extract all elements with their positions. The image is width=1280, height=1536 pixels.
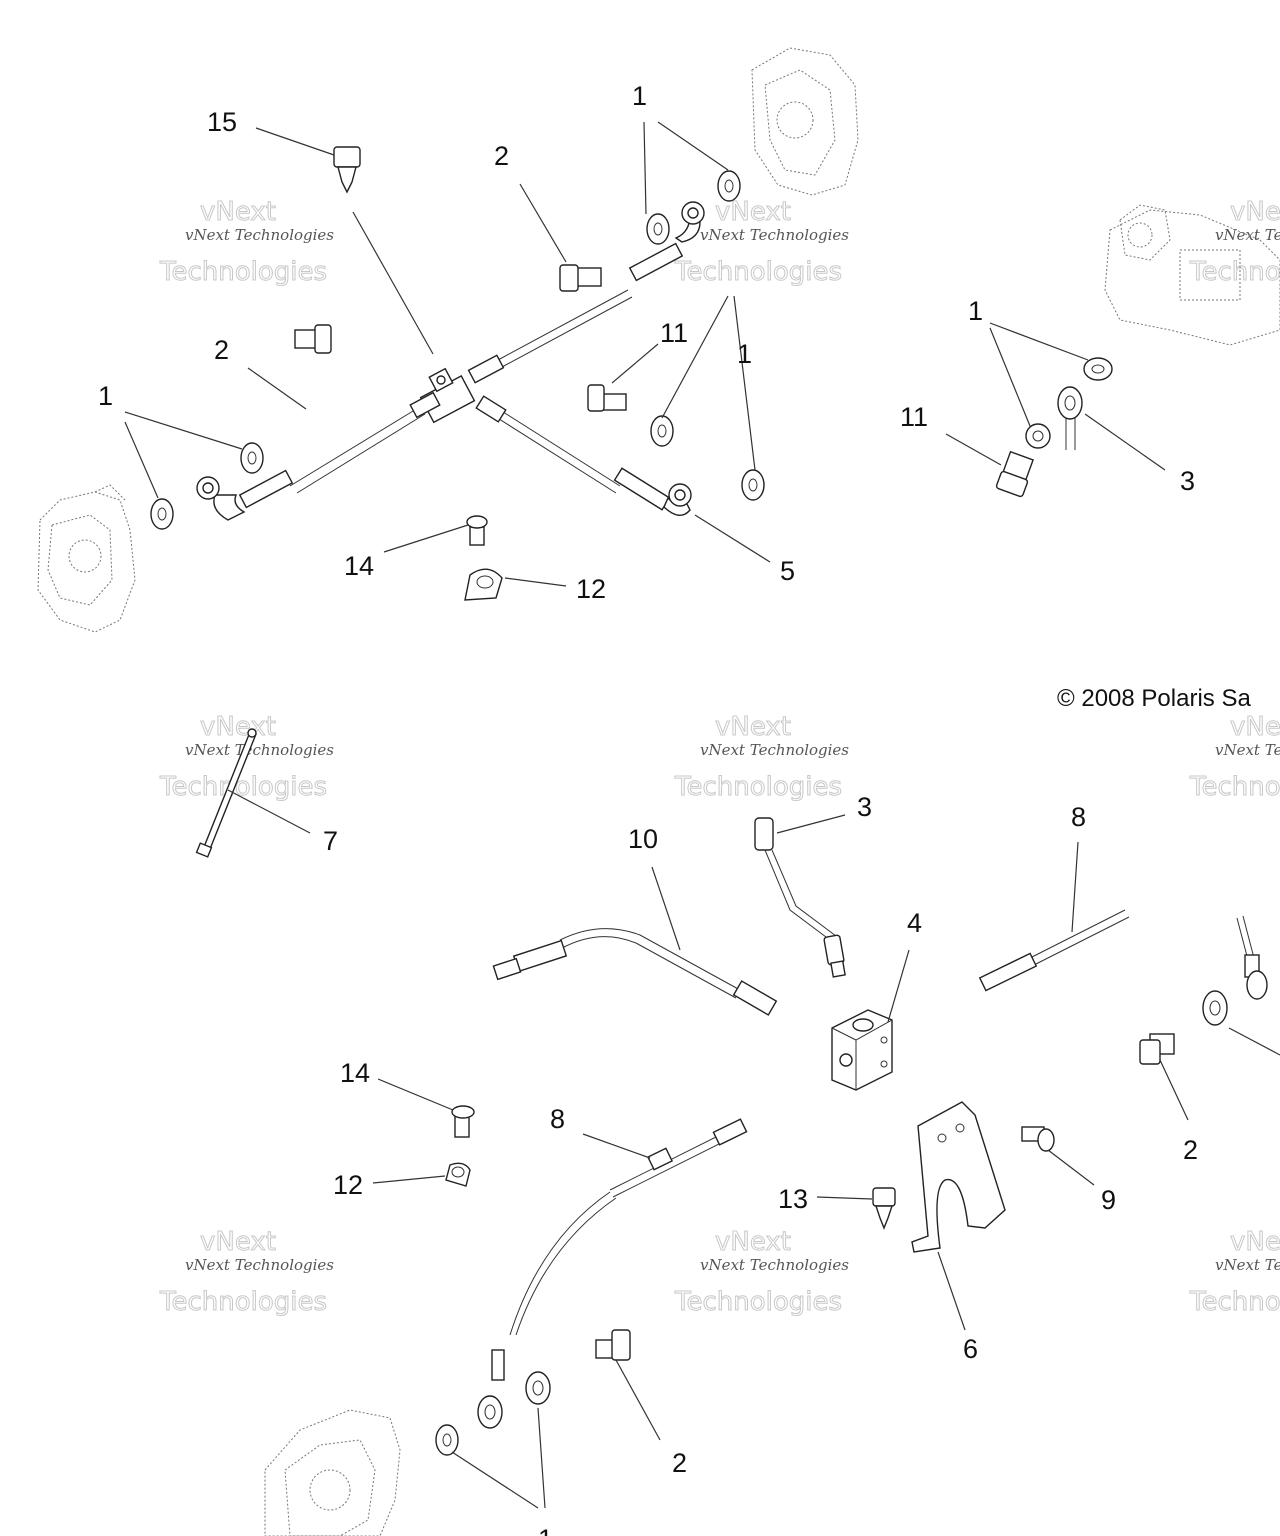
svg-text:vNext Technologies: vNext Technologies — [1215, 741, 1280, 759]
svg-text:Technologies: Technologies — [1189, 772, 1280, 802]
bolt-15 — [333, 146, 361, 194]
callout-2: 2 — [1183, 1135, 1198, 1165]
watermark: vNext vNext Technologies Technologies — [1189, 1227, 1280, 1318]
callout-6: 6 — [963, 1334, 978, 1364]
svg-text:vNext Technologies: vNext Technologies — [185, 1256, 334, 1274]
callout-1: 1 — [632, 81, 647, 111]
callout-1: 1 — [98, 381, 113, 411]
banjo-bolt-11-right — [995, 450, 1034, 498]
callout-2: 2 — [214, 335, 229, 365]
callout-14: 14 — [344, 551, 374, 581]
watermark: vNext vNext Technologies Technologies — [159, 1227, 335, 1318]
svg-text:Technologies: Technologies — [674, 772, 842, 802]
callout-2: 2 — [494, 141, 509, 171]
washers-bottom — [435, 1371, 551, 1456]
svg-text:vNext Technologies: vNext Technologies — [700, 226, 849, 244]
banjo-bolt-2-upper — [559, 264, 602, 292]
callout-13: 13 — [778, 1184, 808, 1214]
watermark: vNext vNext Technologies Technologies — [1189, 712, 1280, 803]
svg-text:vNext: vNext — [200, 197, 276, 227]
svg-text:vNext: vNext — [1230, 712, 1280, 742]
svg-text:Technologies: Technologies — [159, 257, 327, 287]
brake-line-3-bottom — [754, 817, 846, 978]
callout-1: 1 — [968, 296, 983, 326]
callout-12: 12 — [576, 574, 606, 604]
svg-text:vNext: vNext — [1230, 1227, 1280, 1257]
callout-15: 15 — [207, 107, 237, 137]
rear-line-right-edge — [1202, 915, 1268, 1026]
callout-8: 8 — [550, 1104, 565, 1134]
callout-14: 14 — [340, 1058, 370, 1088]
right-brake-caliper — [751, 47, 859, 196]
bolt-13 — [872, 1187, 896, 1230]
clamp-12-top — [464, 568, 503, 601]
callout-7: 7 — [323, 826, 338, 856]
svg-text:vNext Technologies: vNext Technologies — [185, 741, 334, 759]
callout-2: 2 — [672, 1448, 687, 1478]
washers-top — [150, 170, 1113, 530]
bolt-9 — [1021, 1126, 1055, 1152]
callout-labels: 15 2 1 2 1 11 1 1 11 3 5 14 12 © 2008 Po… — [98, 81, 1251, 1536]
callout-3: 3 — [1180, 466, 1195, 496]
screw-14-bottom — [451, 1105, 475, 1138]
brake-line-7 — [195, 728, 257, 858]
callout-4: 4 — [907, 908, 922, 938]
clamp-12-bottom — [445, 1162, 471, 1187]
brake-hose-10 — [492, 928, 778, 1016]
screw-14-top — [466, 515, 488, 546]
watermark: vNext vNext Technologies Technologies — [674, 1227, 850, 1318]
callout-10: 10 — [628, 824, 658, 854]
master-cylinder — [1104, 204, 1280, 346]
svg-text:vNext: vNext — [1230, 197, 1280, 227]
svg-text:vNext: vNext — [200, 1227, 276, 1257]
brake-line-3-top — [1057, 386, 1083, 450]
callout-12: 12 — [333, 1170, 363, 1200]
brake-line-assembly — [196, 201, 705, 521]
banjo-bolt-2-bottom-right — [1139, 1033, 1175, 1065]
left-brake-caliper — [37, 484, 136, 633]
svg-text:Technologies: Technologies — [674, 1287, 842, 1317]
banjo-bolt-2-bottom — [595, 1329, 631, 1361]
svg-text:Technologies: Technologies — [1189, 257, 1280, 287]
callout-5: 5 — [780, 556, 795, 586]
callout-3: 3 — [857, 792, 872, 822]
svg-text:Technologies: Technologies — [1189, 1287, 1280, 1317]
svg-text:Technologies: Technologies — [674, 257, 842, 287]
callout-1: 1 — [538, 1524, 553, 1536]
brake-hose-8-right — [978, 909, 1130, 992]
svg-text:vNext Technologies: vNext Technologies — [1215, 1256, 1280, 1274]
bracket-6 — [911, 1101, 1006, 1253]
callout-8: 8 — [1071, 802, 1086, 832]
svg-text:vNext Technologies: vNext Technologies — [1215, 226, 1280, 244]
callout-11: 11 — [900, 402, 928, 432]
watermark: vNext vNext Technologies Technologies — [674, 712, 850, 803]
svg-text:vNext: vNext — [715, 197, 791, 227]
banjo-bolt-11-center — [587, 384, 627, 412]
brake-hose-8-lower — [477, 1118, 748, 1429]
callout-11: 11 — [660, 318, 688, 348]
rear-brake-caliper — [264, 1409, 401, 1536]
svg-text:vNext: vNext — [200, 712, 276, 742]
banjo-bolt-2-left — [294, 324, 332, 354]
svg-text:vNext Technologies: vNext Technologies — [700, 741, 849, 759]
watermark: vNext vNext Technologies Technologies — [674, 197, 850, 288]
svg-text:Technologies: Technologies — [159, 1287, 327, 1317]
watermark-group: vNext vNext Technologies Technologies vN… — [159, 197, 1280, 1318]
svg-text:vNext: vNext — [715, 712, 791, 742]
watermark: vNext vNext Technologies Technologies — [1189, 197, 1280, 288]
svg-text:vNext Technologies: vNext Technologies — [185, 226, 334, 244]
distribution-block-4 — [831, 1009, 893, 1091]
callout-9: 9 — [1101, 1185, 1116, 1215]
watermark: vNext vNext Technologies Technologies — [159, 197, 335, 288]
svg-text:vNext: vNext — [715, 1227, 791, 1257]
svg-text:vNext Technologies: vNext Technologies — [700, 1256, 849, 1274]
callout-1: 1 — [737, 339, 752, 369]
copyright-text: © 2008 Polaris Sa — [1057, 685, 1251, 712]
leader-lines — [124, 121, 1280, 1509]
